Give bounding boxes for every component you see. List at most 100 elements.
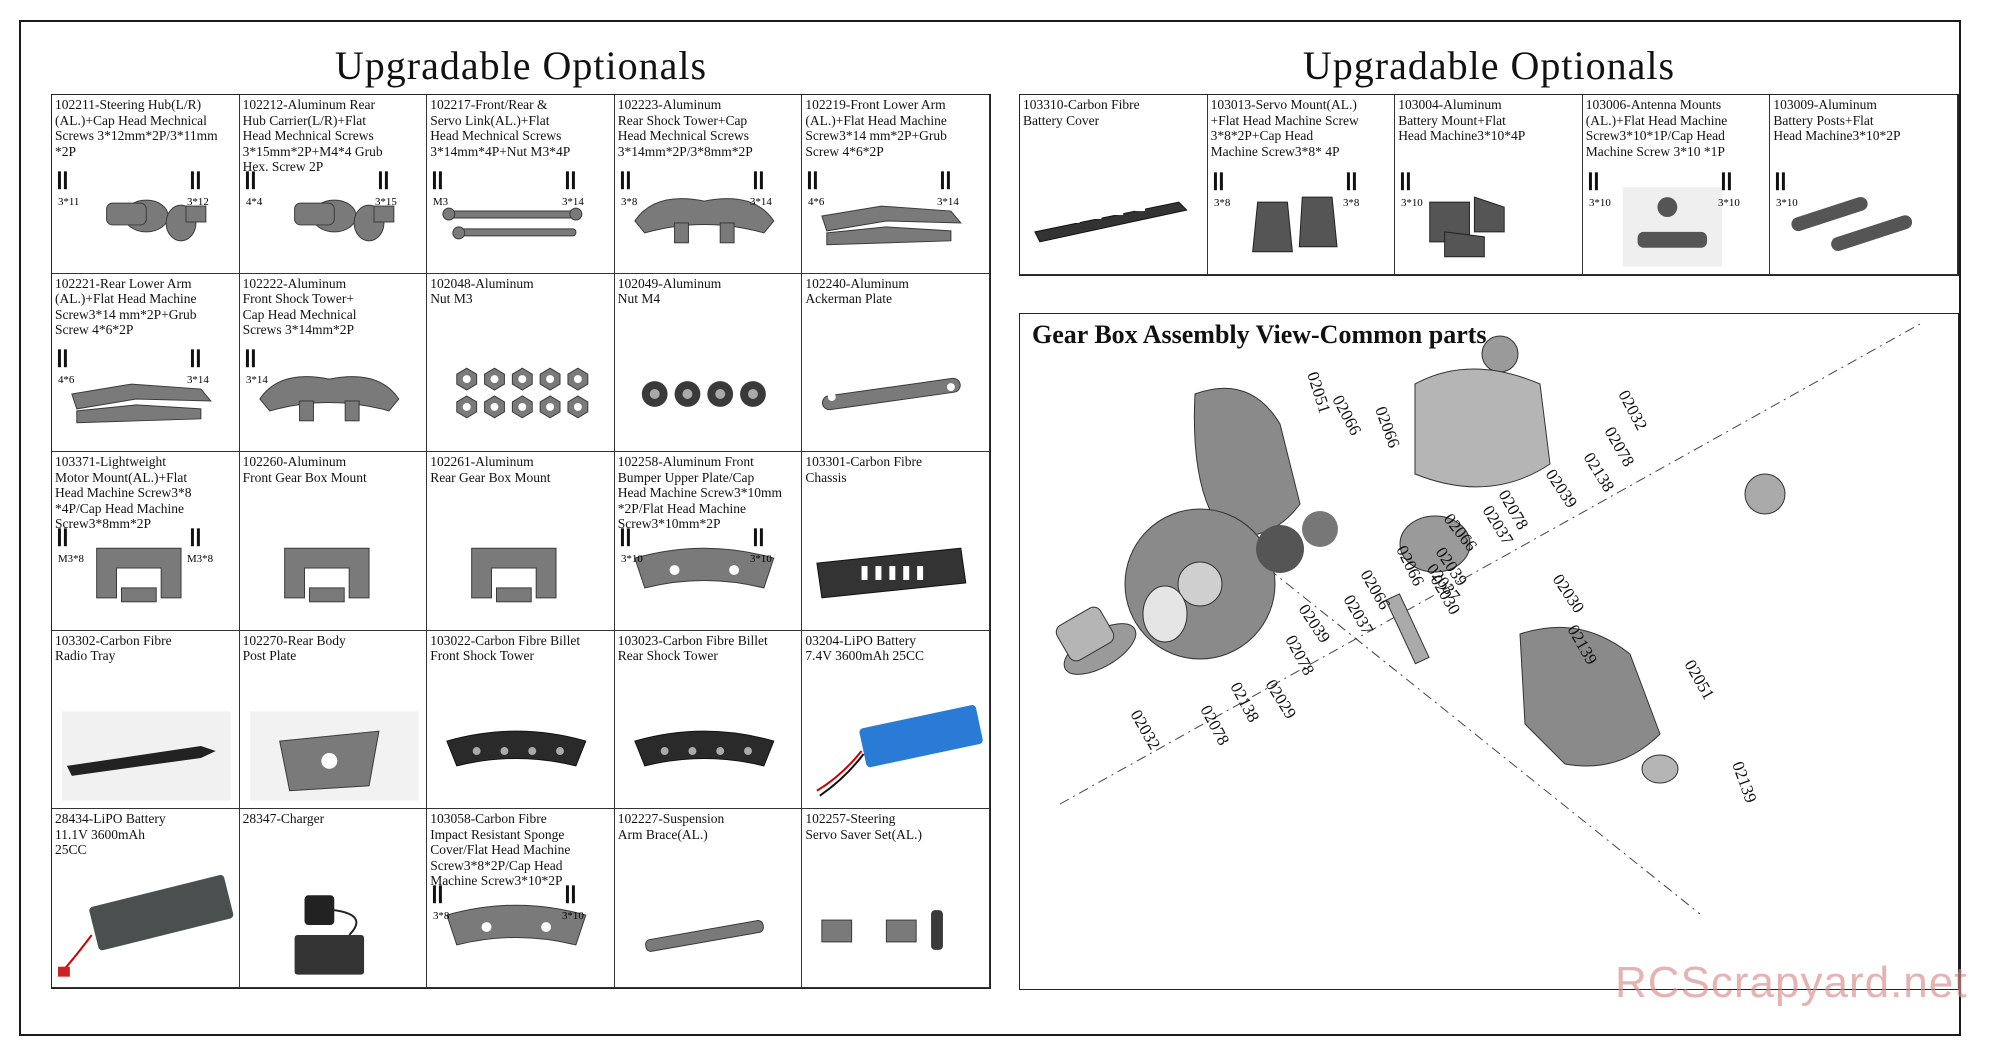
left-parts-grid: 102211-Steering Hub(L/R) (AL.)+Cap Head … <box>51 94 991 989</box>
screw-callout: 4*6 <box>808 170 825 208</box>
screw-callout: 3*14 <box>750 170 772 208</box>
screw-callout: 3*14 <box>937 170 960 208</box>
part-number-label: 02138 <box>1580 449 1619 495</box>
screw-callout: 3*15 <box>375 170 397 208</box>
part-number-label: 02032 <box>1127 707 1165 753</box>
part-number-label: 02078 <box>1281 632 1318 678</box>
product-label: 102258-Aluminum Front Bumper Upper Plate… <box>617 454 782 532</box>
callout-label: 3*10 <box>562 910 584 922</box>
callout-label: 3*14 <box>187 374 209 386</box>
product-photo: 3*11 3*12 <box>57 170 209 241</box>
product-photo: 3*14 <box>245 349 400 422</box>
product-cell: 102258-Aluminum Front Bumper Upper Plate… <box>614 452 803 631</box>
part-number-label: 02039 <box>1542 466 1582 512</box>
product-label: 102219-Front Lower Arm (AL.)+Flat Head M… <box>805 97 947 159</box>
screw-callout: M3*8 <box>57 528 85 565</box>
product-photo: 3*10 <box>1776 172 1913 251</box>
product-label: 103301-Carbon Fibre Chassis <box>805 454 922 485</box>
product-label: 102257-Steering Servo Saver Set(AL.) <box>805 811 922 842</box>
callout-label: 3*10 <box>1776 197 1798 209</box>
product-cell: 102261-Aluminum Rear Gear Box Mount <box>427 452 615 631</box>
product-label: 102222-Aluminum Front Shock Tower+ Cap H… <box>242 275 357 338</box>
product-photo: 4*4 3*15 <box>245 170 397 241</box>
product-cell: 102049-Aluminum Nut M4 <box>614 273 803 453</box>
callout-label: 3*14 <box>246 374 268 386</box>
screw-callout: 3*14 <box>562 170 585 208</box>
screw-callout: 3*8 <box>1343 172 1360 209</box>
screw-callout: 3*14 <box>187 349 209 386</box>
product-label: 102048-Aluminum Nut M3 <box>430 275 534 307</box>
product-photo: 4*6 3*14 <box>57 349 212 424</box>
screw-callout: M3 <box>433 170 449 208</box>
callout-label: M3 <box>433 196 449 208</box>
product-label: 102270-Rear Body Post Plate <box>242 632 346 664</box>
screw-callout: 3*10 <box>1776 172 1799 209</box>
screw-callout: 3*11 <box>57 170 79 208</box>
product-photo <box>456 367 589 419</box>
screw-callout: 3*10 <box>620 528 643 565</box>
callout-label: 3*10 <box>750 553 772 565</box>
product-label: 28434-LiPO Battery 11.1V 3600mAh 25CC <box>55 811 166 858</box>
product-label: 102260-Aluminum Front Gear Box Mount <box>242 454 367 485</box>
callout-label: 4*4 <box>246 196 263 208</box>
part-number-label: 02078 <box>1601 424 1639 470</box>
product-label: 03204-LiPO Battery 7.4V 3600mAh 25CC <box>805 632 925 664</box>
callout-label: M3*8 <box>187 553 214 565</box>
product-photo: 3*10 <box>1401 172 1505 258</box>
product-photo <box>822 378 962 411</box>
product-label: 103058-Carbon Fibre Impact Resistant Spo… <box>430 811 571 889</box>
product-cell: 103004-Aluminum Battery Mount+Flat Head … <box>1395 95 1583 275</box>
product-label: 103023-Carbon Fibre Billet Rear Shock To… <box>617 632 768 664</box>
gearbox-panel: Gear Box Assembly View-Common parts 0205… <box>1019 313 1959 990</box>
callout-label: 3*15 <box>375 196 397 208</box>
product-photo <box>1034 201 1188 243</box>
part-number-label: 02051 <box>1681 657 1719 703</box>
screw-callout: 3*8 <box>1213 172 1230 209</box>
product-photo <box>283 547 370 603</box>
callout-label: 4*6 <box>808 196 825 208</box>
product-cell: 102221-Rear Lower Arm (AL.)+Flat Head Ma… <box>52 273 240 453</box>
watermark: RCScrapyard.net <box>1615 958 1968 1007</box>
product-cell: 03204-LiPO Battery 7.4V 3600mAh 25CC <box>802 630 990 810</box>
screw-callout: 3*10 <box>750 528 772 565</box>
product-cell: 28434-LiPO Battery 11.1V 3600mAh 25CC <box>52 809 240 988</box>
product-photo <box>61 711 231 802</box>
product-label: 102227-Suspension Arm Brace(AL.) <box>617 811 725 842</box>
callout-label: 3*14 <box>937 196 959 208</box>
product-photo: M3 3*14 <box>433 170 585 239</box>
screw-callout: 3*12 <box>187 170 209 208</box>
product-label: 28347-Charger <box>242 811 325 827</box>
page-frame <box>19 20 1961 1036</box>
product-photo <box>644 920 764 952</box>
product-cell: 103302-Carbon Fibre Radio Tray <box>52 630 240 810</box>
product-cell: 103301-Carbon Fibre Chassis <box>802 452 990 631</box>
product-cell: 103022-Carbon Fibre Billet Front Shock T… <box>427 630 615 810</box>
product-cell: 102222-Aluminum Front Shock Tower+ Cap H… <box>239 273 428 453</box>
product-cell: 102270-Rear Body Post Plate <box>239 630 428 810</box>
callout-label: 3*10 <box>1589 197 1611 209</box>
product-photo <box>816 705 984 797</box>
callout-label: 3*8 <box>621 196 638 208</box>
part-number-label: 02066 <box>1371 404 1403 450</box>
left-title: Upgradable Optionals <box>334 43 708 88</box>
product-label: 103310-Carbon Fibre Battery Cover <box>1023 97 1140 128</box>
product-cell: 102212-Aluminum Rear Hub Carrier(L/R)+Fl… <box>239 95 428 274</box>
product-label: 103022-Carbon Fibre Billet Front Shock T… <box>430 632 581 664</box>
callout-label: 3*10 <box>621 553 643 565</box>
part-number-label: 02066 <box>1328 392 1365 438</box>
part-number-label: 02029 <box>1262 676 1301 722</box>
product-photo: 3*8 3*14 <box>620 170 775 243</box>
product-label: 102261-Aluminum Rear Gear Box Mount <box>430 454 551 485</box>
callout-label: 3*8 <box>1343 197 1360 209</box>
callout-label: 3*10 <box>1401 197 1423 209</box>
product-photo <box>816 547 967 599</box>
screw-callout: 3*10 <box>562 885 585 922</box>
screw-callout: 4*6 <box>57 349 75 386</box>
callout-label: 3*14 <box>562 196 584 208</box>
product-label: 102049-Aluminum Nut M4 <box>617 275 722 307</box>
product-photo <box>641 381 766 408</box>
product-label: 102211-Steering Hub(L/R) (AL.)+Cap Head … <box>55 97 218 159</box>
